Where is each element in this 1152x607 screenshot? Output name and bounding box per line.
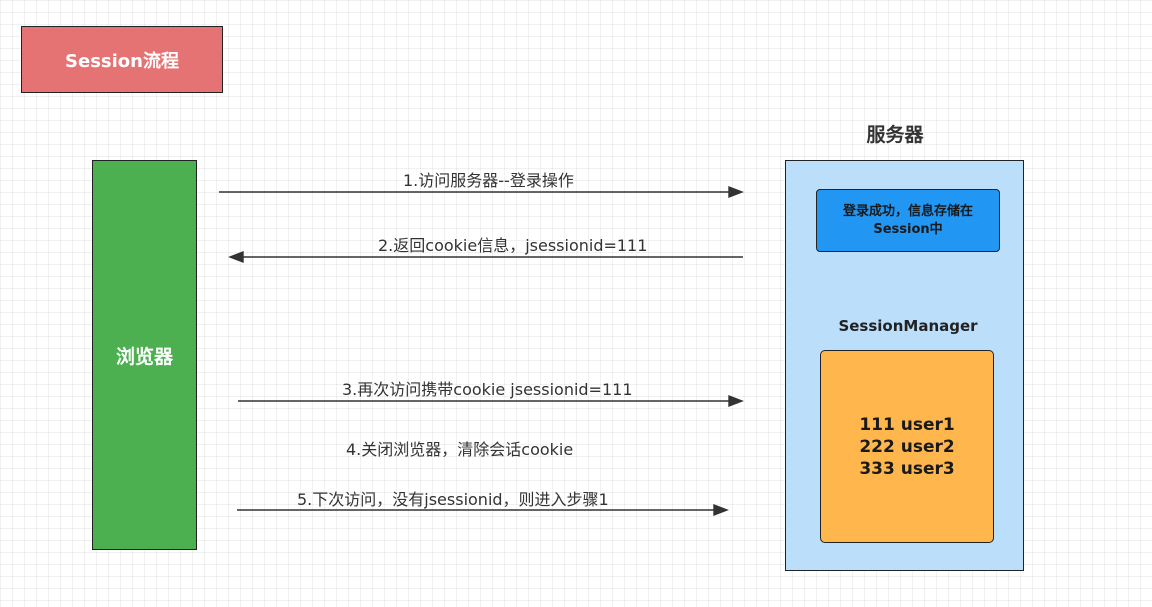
login-success-text: 登录成功，信息存储在Session中	[842, 203, 973, 237]
step-1-label: 1.访问服务器--登录操作	[403, 171, 574, 190]
session-entry: 222 user2	[859, 436, 955, 457]
step-4-label: 4.关闭浏览器，清除会话cookie	[346, 440, 574, 459]
session-entry: 333 user3	[859, 458, 955, 479]
diagram-title: Session流程	[21, 26, 223, 93]
step-2-label: 2.返回cookie信息，jsessionid=111	[378, 236, 648, 255]
login-success-box: 登录成功，信息存储在Session中	[816, 189, 1000, 252]
session-manager-label: SessionManager	[838, 317, 978, 335]
step-3-label: 3.再次访问携带cookie jsessionid=111	[342, 380, 633, 399]
step-2-arrow	[228, 250, 743, 264]
step-5-arrow	[237, 503, 729, 517]
server-title: 服务器	[866, 124, 924, 146]
browser-label: 浏览器	[115, 345, 173, 368]
step-1-arrow	[219, 185, 744, 199]
browser-node: 浏览器	[92, 160, 197, 550]
session-store-box: 111 user1 222 user2 333 user3	[820, 350, 994, 543]
session-entry: 111 user1	[859, 414, 955, 435]
step-5-label: 5.下次访问，没有jsessionid，则进入步骤1	[297, 490, 609, 509]
step-3-arrow	[238, 394, 744, 408]
